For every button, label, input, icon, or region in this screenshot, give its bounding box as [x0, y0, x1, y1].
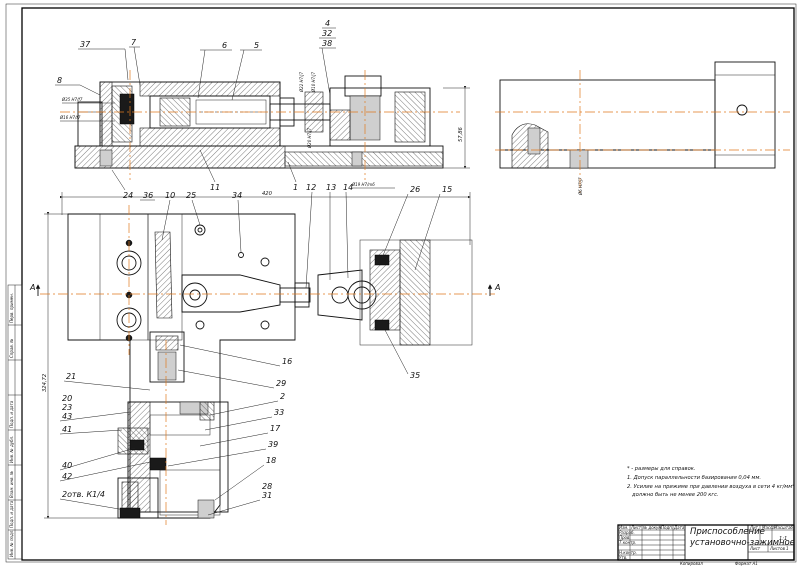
- strip-label-5: Взам. инв. №: [9, 471, 14, 498]
- note-line-1: 1. Допуск параллельности базирования 0,0…: [627, 475, 761, 481]
- tb-sheets: Листов: [769, 546, 786, 551]
- callout-35: 35: [410, 371, 420, 380]
- tb-col-mass: Масса: [762, 525, 775, 530]
- left-stamp-strip: Перв. примен. Справ. № Подп. и дата Инв.…: [7, 284, 23, 560]
- callout-32: 32: [322, 29, 332, 38]
- callout-39: 39: [268, 440, 278, 449]
- callout-2: 2: [280, 392, 285, 401]
- callout-23: 23: [62, 403, 72, 412]
- callout-20: 20: [62, 394, 72, 403]
- strip-label-4: Инв. № дубл.: [9, 436, 14, 463]
- callout-6: 6: [222, 41, 227, 50]
- callout-43: 43: [62, 412, 72, 421]
- title-block: Изм. Лист № докум. Подп. Дата Разраб. Пр…: [617, 524, 795, 566]
- tb-utv: Утв.: [619, 555, 627, 560]
- fit-label-4: Ø10 H7/j7: [311, 71, 316, 93]
- note-line-0: * - размеры для справок.: [627, 466, 696, 472]
- tb-prov: Пров.: [619, 535, 631, 540]
- callout-4: 4: [325, 19, 330, 28]
- callout-26: 26: [410, 185, 420, 194]
- tb-format: Формат А1: [735, 561, 758, 566]
- callout-33: 33: [274, 408, 284, 417]
- sheet-frame: [5, 3, 797, 563]
- tb-nkontr: Н.контр.: [619, 550, 637, 555]
- callout-13: 13: [326, 183, 336, 192]
- callout-18: 18: [266, 456, 276, 465]
- fit-label-2: Ø16 H7/f7: [59, 115, 81, 120]
- technical-notes: * - размеры для справок. 1. Допуск парал…: [627, 466, 794, 498]
- callout-42: 42: [62, 472, 72, 481]
- tb-list: Лист: [630, 525, 642, 530]
- side-callouts: 16 29 21 20 23 43 41 40 42 2 33 17 39 18…: [59, 329, 420, 516]
- tb-sign: Подп.: [661, 525, 673, 530]
- section-marker-right: A: [487, 283, 500, 296]
- fit-label-1: Ø35 H7/f7: [61, 97, 83, 102]
- tb-title-line2: установочно-зажимное: [689, 538, 795, 548]
- fit-label-6: Ø19 H7/m6: [351, 182, 375, 187]
- callout-25: 25: [186, 191, 196, 200]
- tb-izm: Изм.: [619, 525, 628, 530]
- tb-copied: Копировал: [680, 561, 703, 566]
- callout-38: 38: [322, 39, 332, 48]
- section-letter-left: A: [29, 283, 35, 292]
- callout-31: 31: [262, 491, 272, 500]
- strip-label-1: Перв. примен.: [9, 293, 14, 323]
- callout-5: 5: [254, 41, 259, 50]
- section-marker-left: A: [29, 283, 41, 296]
- callout-11: 11: [210, 183, 220, 192]
- strip-label-2: Справ. №: [9, 339, 14, 358]
- callout-10: 10: [165, 191, 175, 200]
- tb-col-lit: Лит.: [749, 525, 759, 530]
- callout-36: 36: [143, 191, 153, 200]
- callout-12: 12: [306, 183, 316, 192]
- callout-8: 8: [57, 76, 62, 85]
- mid-callouts: 24 36 10 25 34 11 1 12 13 14 26 15: [111, 149, 452, 289]
- top-section-view: 57,86: [60, 70, 470, 180]
- fit-labels: Ø35 H7/f7 Ø16 H7/f7 Ø22 H7/j7 Ø10 H7/j7 …: [59, 71, 395, 189]
- tb-tkontr: Т.контр.: [619, 540, 636, 545]
- top-callouts: 37 7 6 5 8 4 32 38: [55, 19, 336, 101]
- tb-date: Дата: [673, 525, 685, 530]
- callout-21: 21: [66, 372, 76, 381]
- fit-label-3: Ø22 H7/j7: [299, 71, 304, 93]
- dim-overall-height: 324,72: [42, 374, 48, 392]
- dim-right-height: 57,86: [458, 126, 464, 142]
- strip-label-6: Подп. и дата: [9, 500, 14, 528]
- callout-29: 29: [276, 379, 286, 388]
- callout-thread: 2отв. К1/4: [62, 490, 105, 499]
- callout-14: 14: [343, 183, 353, 192]
- callout-24: 24: [123, 191, 133, 200]
- tb-sheets-value: 1: [786, 546, 789, 551]
- tb-doc-no: № докум.: [642, 525, 663, 530]
- tb-scale-value: 1:1: [779, 536, 787, 542]
- strip-label-3: Подп. и дата: [9, 400, 14, 428]
- callout-17: 17: [270, 424, 281, 433]
- note-line-3: должно быть не менее 200 кгс.: [631, 492, 719, 498]
- callout-37: 37: [80, 40, 91, 49]
- right-side-view: Ø6 H7/j7: [495, 61, 790, 196]
- tb-sheet: Лист: [749, 546, 761, 551]
- callout-28: 28: [262, 482, 272, 491]
- tb-title-line1: Приспособление: [690, 527, 765, 537]
- note-line-2: 2. Усилие на прижиме при давлении воздух…: [627, 484, 794, 490]
- callout-7: 7: [131, 38, 137, 47]
- tb-razrab: Разраб.: [619, 530, 635, 535]
- fit-label-5: Ø20 H7/j7: [307, 127, 312, 149]
- section-letter-right: A: [494, 283, 500, 292]
- callout-41: 41: [62, 425, 72, 434]
- callout-34: 34: [232, 191, 242, 200]
- strip-label-7: Инв. № подл.: [9, 529, 14, 557]
- callout-15: 15: [442, 185, 452, 194]
- dim-right-fit: Ø6 H7/j7: [578, 177, 583, 196]
- tb-col-scale: Масштаб: [774, 525, 794, 530]
- callout-16: 16: [282, 357, 292, 366]
- callout-1: 1: [293, 183, 298, 192]
- dim-overall-width: 420: [262, 191, 273, 197]
- callout-40: 40: [62, 461, 72, 470]
- plan-view: 420 324,72: [40, 191, 495, 525]
